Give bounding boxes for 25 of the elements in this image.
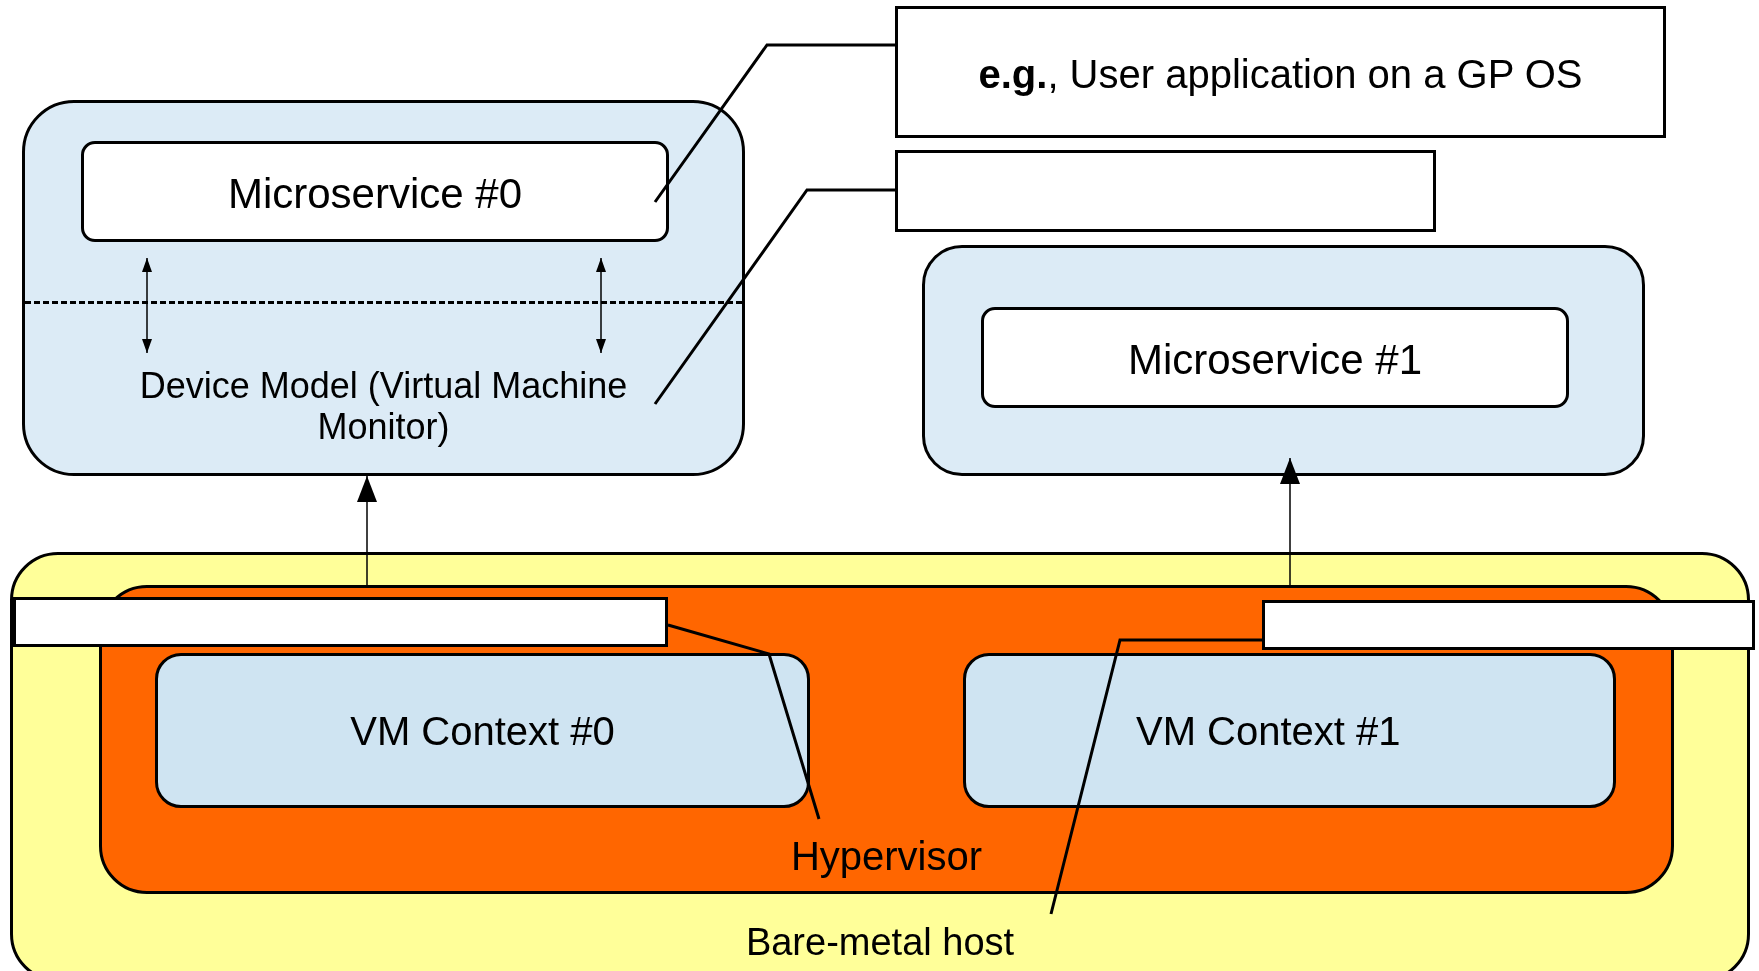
vm-context-box (155, 653, 810, 808)
hypervisor-label: Hypervisor (789, 833, 984, 879)
microservice-box (81, 141, 669, 242)
callout-box (895, 150, 1436, 232)
microservice-label: Microservice #1 (1126, 336, 1424, 385)
host-box (10, 552, 1750, 971)
arrow (1280, 457, 1300, 586)
microservice-label: Microservice #0 (226, 170, 524, 219)
callout-box (895, 6, 1666, 138)
arrow (357, 475, 377, 586)
microservice-box (981, 307, 1569, 408)
vmm-box (922, 245, 1645, 476)
vm-context-box (963, 653, 1616, 808)
double-arrow (596, 257, 606, 354)
double-arrow (142, 257, 152, 354)
leader-line (667, 623, 821, 820)
vm-context-label: VM Context #1 (1136, 708, 1402, 754)
leader-line (1049, 638, 1262, 915)
leader-line (653, 188, 895, 405)
callout-text: e.g., User application on a GP OS (977, 51, 1584, 97)
host-label: Bare-metal host (744, 921, 1016, 965)
vm-context-label: VM Context #0 (349, 708, 616, 754)
leader-line (653, 43, 895, 203)
device-model-box (22, 100, 745, 476)
device-model-label: Device Model (Virtual Machine Monitor) (138, 365, 629, 448)
